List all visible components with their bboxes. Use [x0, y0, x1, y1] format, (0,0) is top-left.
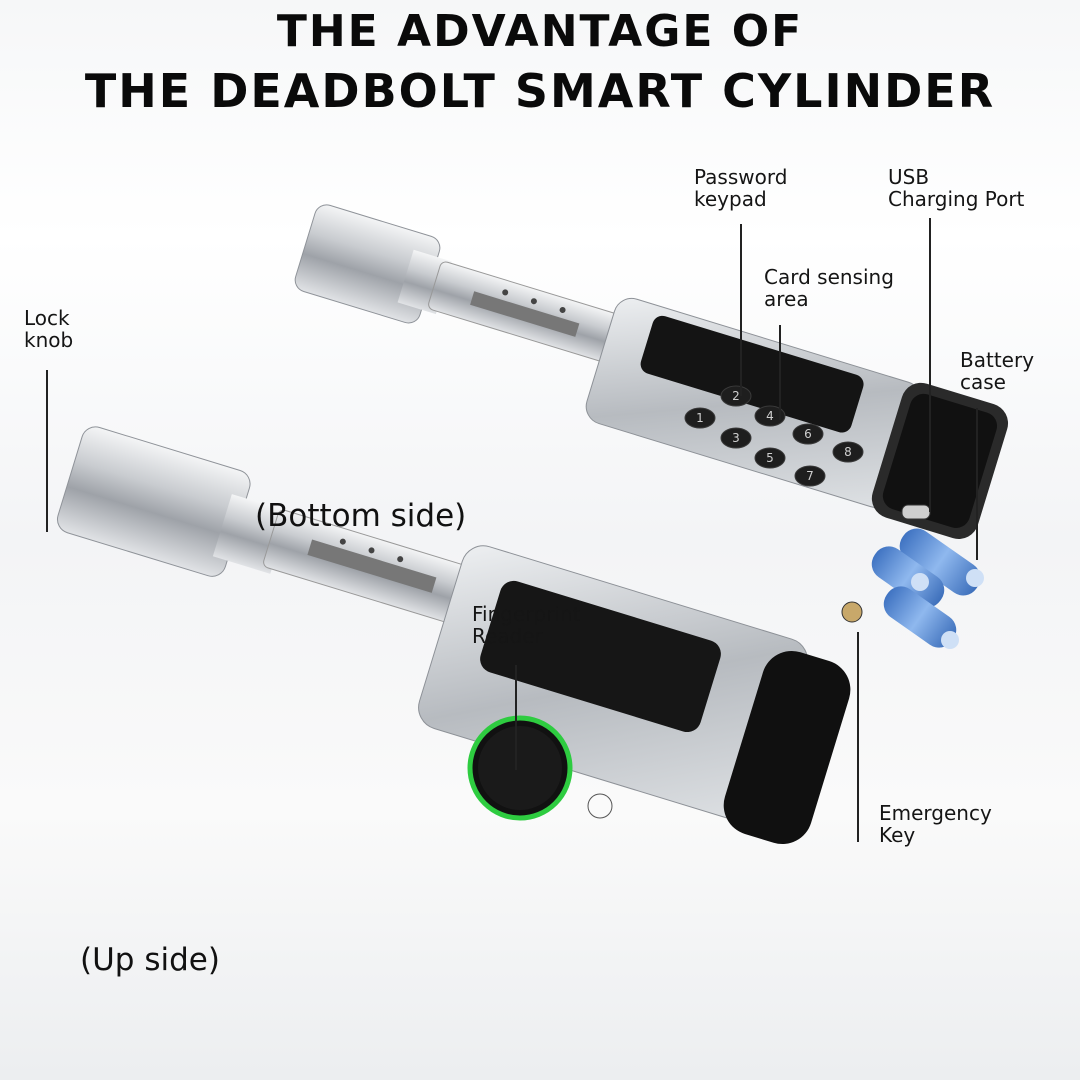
- bottom-side-lock: [294, 204, 1009, 539]
- callout-lines: [46, 218, 978, 842]
- keypad-digit-8: 7: [806, 469, 814, 483]
- title-line-2: THE DEADBOLT SMART CYLINDER: [84, 64, 996, 118]
- label-emergency-key: Emergency Key: [879, 801, 992, 847]
- keypad-digit-3: 6: [804, 427, 812, 441]
- label-lock-knob: Lock knob: [24, 306, 74, 352]
- title-line-1: THE ADVANTAGE OF: [276, 6, 804, 57]
- keypad: [684, 385, 864, 487]
- keypad-digit-2: 4: [766, 409, 774, 423]
- keypad-digits: 2 4 6 1 3 8 5 7: [696, 389, 852, 483]
- keypad-digit-7: 5: [766, 451, 774, 465]
- label-card-sensing-area: Card sensing area: [764, 265, 894, 311]
- batteries: [871, 528, 984, 649]
- keypad-digit-5: 3: [732, 431, 740, 445]
- fingerprint-logo-icon: [587, 793, 613, 819]
- label-usb-charging-port: USB Charging Port: [888, 165, 1025, 211]
- emergency-key-hole: [841, 601, 863, 623]
- up-side-caption: (Up side): [80, 942, 220, 978]
- usb-port: [901, 504, 931, 520]
- label-password-keypad: Password keypad: [694, 165, 788, 211]
- keypad-digit-4: 1: [696, 411, 704, 425]
- bottom-side-caption: (Bottom side): [255, 498, 467, 534]
- up-side-lock: [56, 426, 851, 845]
- keypad-digit-1: 2: [732, 389, 740, 403]
- label-fingerprint-reader: Fingerprint Reader: [472, 602, 581, 648]
- label-battery-case: Battery case: [960, 348, 1035, 394]
- keypad-digit-6: 8: [844, 445, 852, 459]
